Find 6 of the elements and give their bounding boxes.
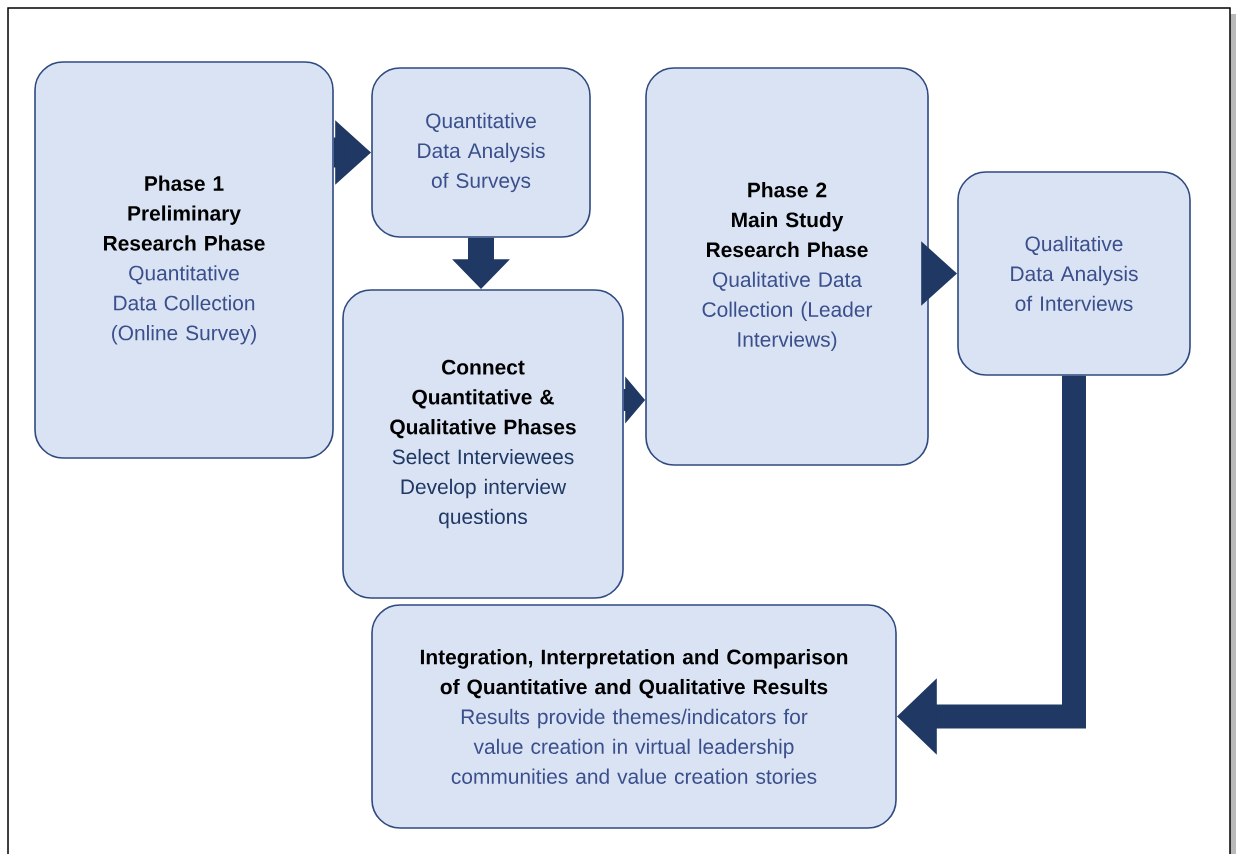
process-box: Integration, Interpretation and Comparison of Quantitative and Qualitative Results Results provide themes/indicators for value creation in virtual leadership communities and value creation stories (371, 604, 897, 829)
process-box: Phase 1 Preliminary Research Phase Quantitative Data Collection (Online Survey) (34, 61, 334, 459)
process-box: Connect Quantitative & Qualitative Phases Select Interviewees Develop interview questions (342, 289, 624, 599)
process-box: Qualitative Data Analysis of Interviews (957, 171, 1191, 376)
process-box: Phase 2 Main Study Research Phase Qualitative Data Collection (Leader Interviews) (645, 67, 929, 466)
process-box: Quantitative Data Analysis of Surveys (371, 67, 591, 238)
